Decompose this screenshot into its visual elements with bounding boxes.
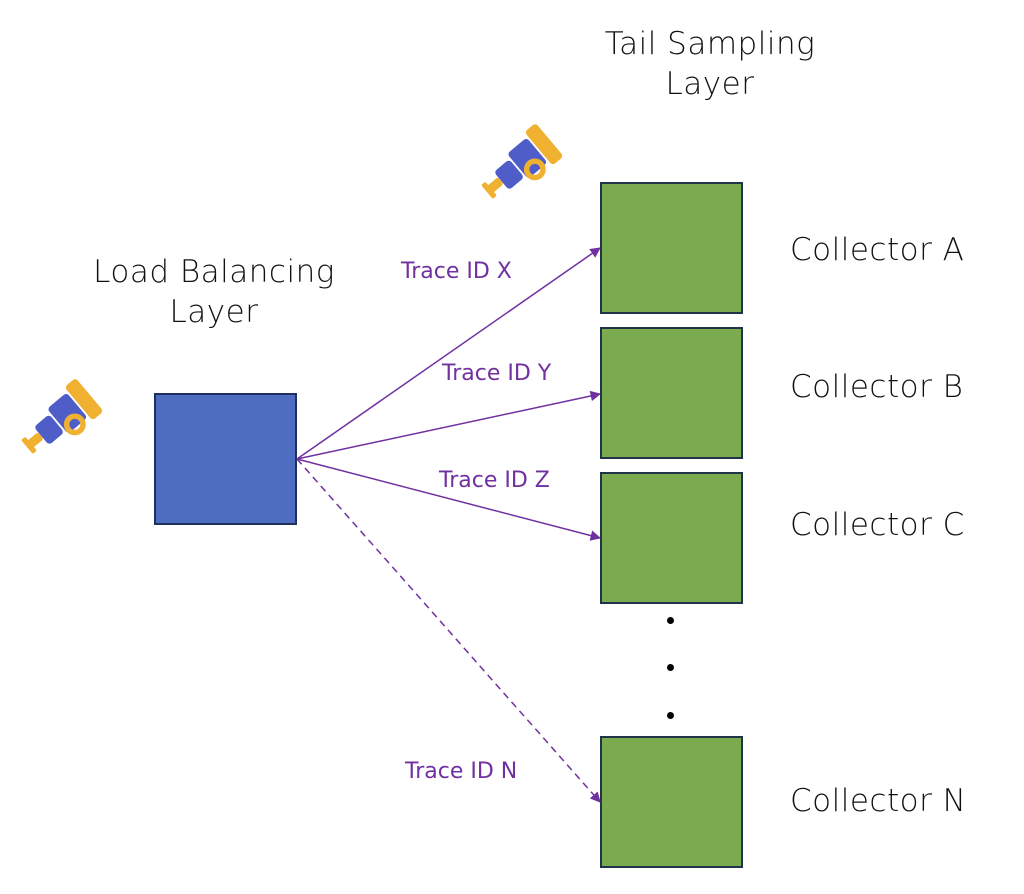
collector-b-label: Collector B bbox=[790, 369, 964, 405]
ellipsis-dot bbox=[667, 664, 674, 671]
edge-label-trace-x: Trace ID X bbox=[401, 259, 512, 284]
collector-c-label: Collector C bbox=[790, 507, 965, 543]
collector-a-node bbox=[600, 182, 743, 314]
tail-sampling-title-line2: Layer bbox=[665, 66, 755, 102]
load-balancing-layer-title: Load Balancing Layer bbox=[64, 252, 364, 332]
edge-trace-n bbox=[296, 458, 601, 803]
tail-sampling-title-line1: Tail Sampling bbox=[604, 26, 816, 62]
collector-c-node bbox=[600, 472, 743, 604]
collector-n-label: Collector N bbox=[790, 783, 967, 819]
edge-label-trace-z: Trace ID Z bbox=[439, 468, 550, 493]
telescope-icon bbox=[21, 379, 103, 454]
collector-n-node bbox=[600, 736, 743, 868]
edge-trace-z bbox=[296, 458, 602, 541]
edge-trace-x bbox=[296, 247, 601, 460]
tail-sampling-layer-title: Tail Sampling Layer bbox=[560, 24, 860, 104]
ellipsis-dot bbox=[667, 617, 674, 624]
load-balancing-title-line2: Layer bbox=[169, 294, 259, 330]
load-balancer-node bbox=[154, 393, 297, 525]
collector-a-label: Collector A bbox=[790, 232, 965, 268]
telescope-icon bbox=[481, 124, 563, 199]
edge-label-trace-y: Trace ID Y bbox=[442, 361, 552, 386]
ellipsis-dot bbox=[667, 712, 674, 719]
load-balancing-title-line1: Load Balancing bbox=[93, 254, 335, 290]
edge-trace-y bbox=[296, 390, 602, 460]
edge-label-trace-n: Trace ID N bbox=[405, 759, 518, 784]
